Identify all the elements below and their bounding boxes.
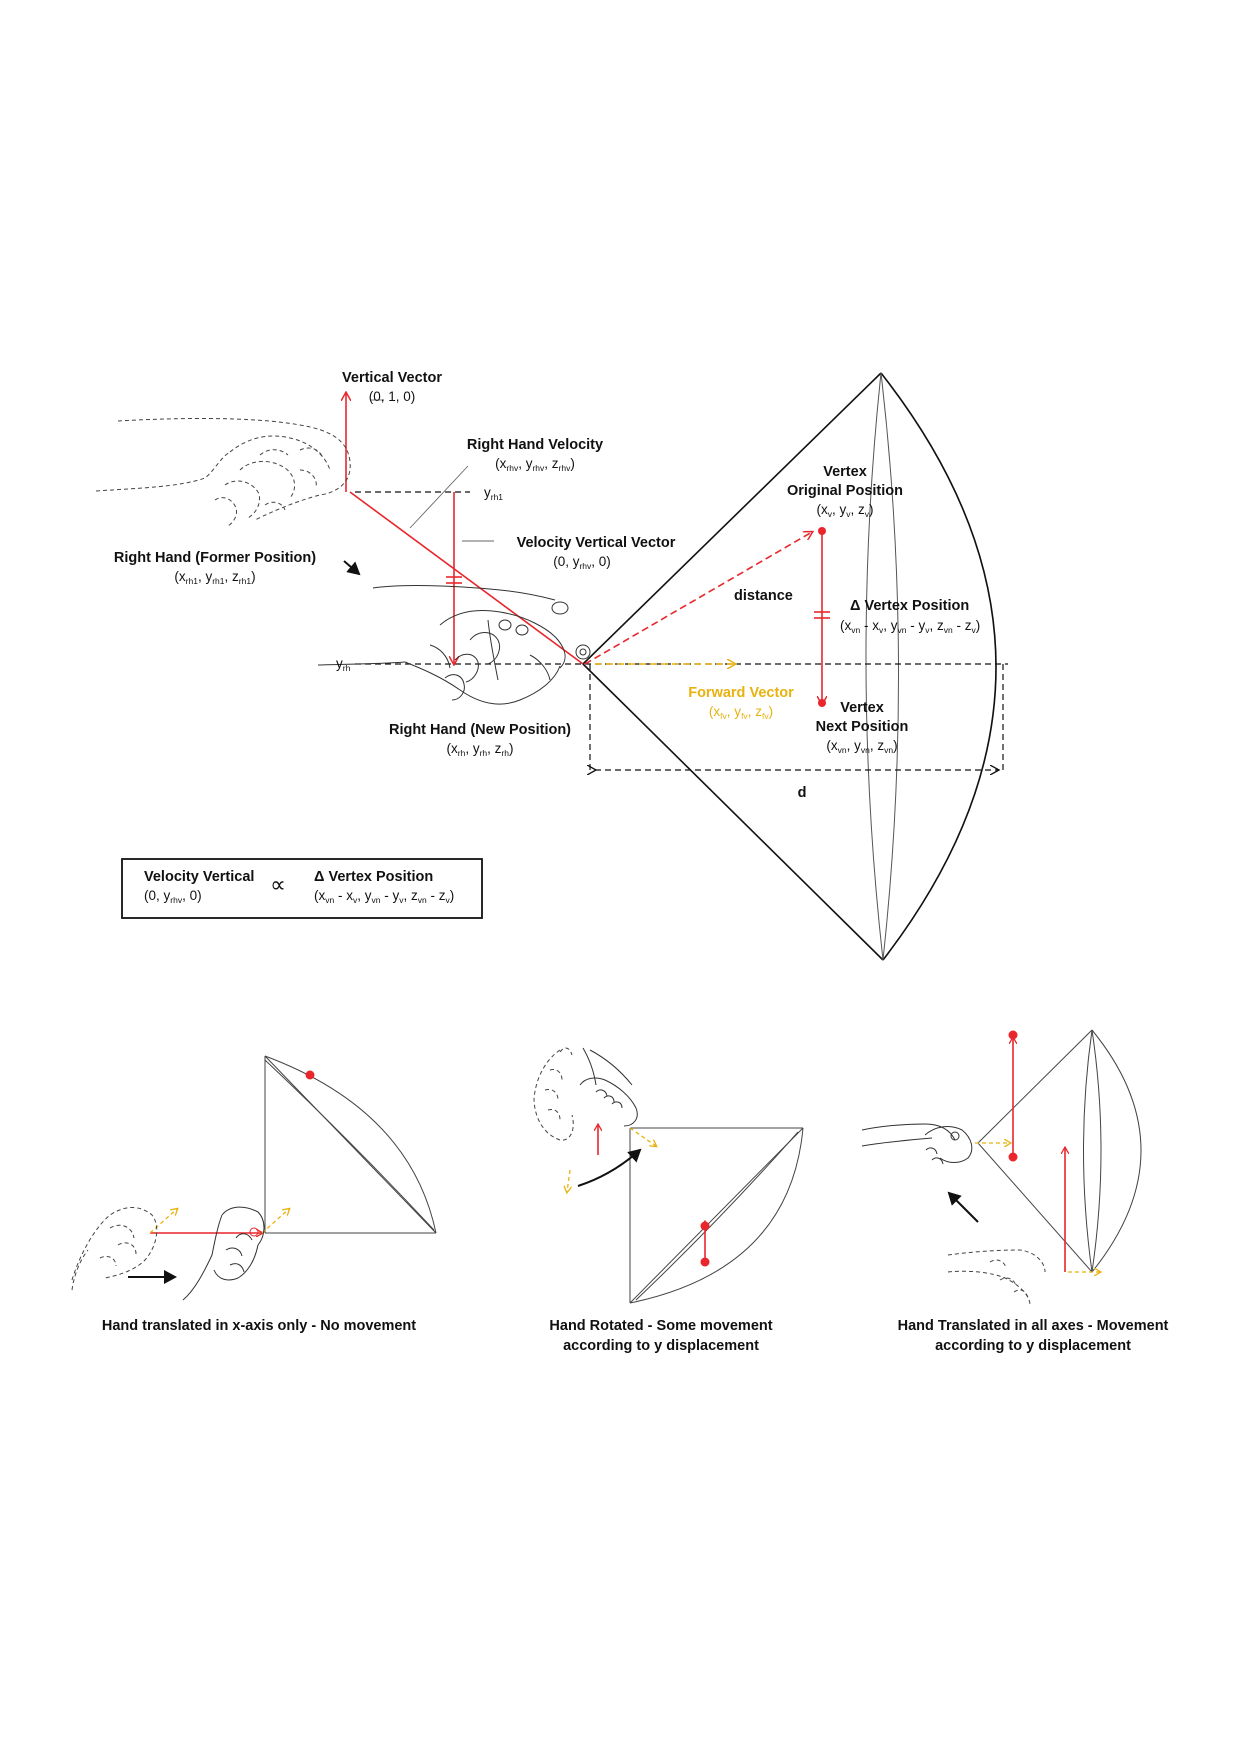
formula-left-title: Velocity Vertical (144, 869, 254, 885)
right-hand-velocity-coords: (xrhv, yrhv, zrhv) (495, 456, 575, 473)
vertex-original-line2: Original Position (787, 483, 903, 499)
y-rh1-label: yrh1 (484, 485, 503, 502)
panel-3-former-hand-icon (947, 1249, 1046, 1306)
motion-arrow-icon (343, 560, 361, 576)
formula-box: Velocity Vertical (0, yrhv, 0) ∝ Δ Verte… (121, 858, 483, 919)
panel-1-new-hand-icon (182, 1206, 265, 1301)
panel-2: Hand Rotated - Some movement according t… (533, 1047, 804, 1354)
vertex-next-line1: Vertex (840, 700, 884, 716)
forward-vector-coords: (xfv, yfv, zfv) (709, 704, 773, 721)
leader-lines (370, 399, 494, 542)
reference-lines (355, 491, 1008, 770)
panel-3-caption-line2: according to y displacement (935, 1338, 1131, 1354)
panel-1-yellow-arrow-1 (149, 1209, 177, 1234)
panel-2-caption-line2: according to y displacement (563, 1338, 759, 1354)
right-hand-former-coords: (xrh1, yrh1, zrh1) (174, 569, 255, 586)
panel-1-cone (264, 1055, 437, 1234)
panel-1-vertex-dot (305, 1070, 315, 1080)
vertical-vector-title: Vertical Vector (342, 370, 442, 386)
dashed-hand-icon (95, 417, 351, 527)
panel-3: Hand Translated in all axes - Movement a… (861, 1029, 1169, 1354)
right-hand-new-coords: (xrh, yrh, zrh) (447, 741, 514, 758)
panel-2-yellow-arrow-2 (629, 1127, 656, 1146)
right-hand-new-title: Right Hand (New Position) (389, 722, 571, 738)
delta-vertex-coords: (xvn - xv, yvn - yv, zvn - zv) (840, 618, 980, 635)
cone (582, 372, 997, 961)
vertex-next-line2: Next Position (816, 719, 909, 735)
delta-vertex-title: Δ Vertex Position (850, 598, 969, 614)
panel-3-new-hand-icon (861, 1123, 973, 1165)
right-hand-velocity-title: Right Hand Velocity (467, 437, 603, 453)
forward-vector-title: Forward Vector (688, 685, 794, 701)
right-hand-former-title: Right Hand (Former Position) (114, 550, 316, 566)
formula-right-coords: (xvn - xv, yvn - yv, zvn - zv) (314, 888, 454, 905)
formula-right-title: Δ Vertex Position (314, 869, 433, 885)
panel-1: Hand translated in x-axis only - No move… (71, 1055, 437, 1334)
panel-3-caption-line1: Hand Translated in all axes - Movement (898, 1318, 1169, 1334)
proportional-symbol: ∝ (270, 872, 286, 897)
y-rh-label: yrh (336, 656, 351, 673)
hand-with-controller-icon (317, 585, 591, 705)
vertex-original-line1: Vertex (823, 464, 867, 480)
panel-2-motion-arrow-icon (577, 1148, 642, 1187)
panel-2-caption-line1: Hand Rotated - Some movement (549, 1318, 772, 1334)
panel-1-former-hand-icon (71, 1207, 158, 1291)
d-label: d (798, 785, 807, 801)
panel-2-former-hand-icon (533, 1047, 574, 1141)
panel-2-new-hand-icon (579, 1047, 638, 1127)
vertex-next-dot (818, 699, 826, 707)
main-text: Vertical Vector (0, 1, 0) Right Hand Vel… (114, 370, 980, 801)
panel-3-cone (977, 1029, 1142, 1273)
panel-2-yellow-arrow-1 (567, 1169, 570, 1192)
vertical-vector-coords: (0, 1, 0) (369, 389, 416, 404)
panel-3-motion-arrow-icon (947, 1191, 979, 1223)
panel-1-yellow-arrow-2 (261, 1209, 289, 1234)
vertex-next-coords: (xvn, yvn, zvn) (826, 738, 897, 755)
red-vectors (346, 393, 830, 707)
velocity-vertical-vector-title: Velocity Vertical Vector (517, 535, 676, 551)
velocity-vertical-vector-coords: (0, yrhv, 0) (553, 554, 611, 571)
distance-label: distance (734, 588, 793, 604)
panel-1-caption: Hand translated in x-axis only - No move… (102, 1318, 416, 1334)
right-hand-velocity-line (349, 491, 584, 665)
vertex-original-coords: (xv, yv, zv) (816, 502, 873, 519)
panel-2-cone (629, 1127, 804, 1304)
formula-left-coords: (0, yrhv, 0) (144, 888, 202, 905)
vertex-original-dot (818, 527, 826, 535)
